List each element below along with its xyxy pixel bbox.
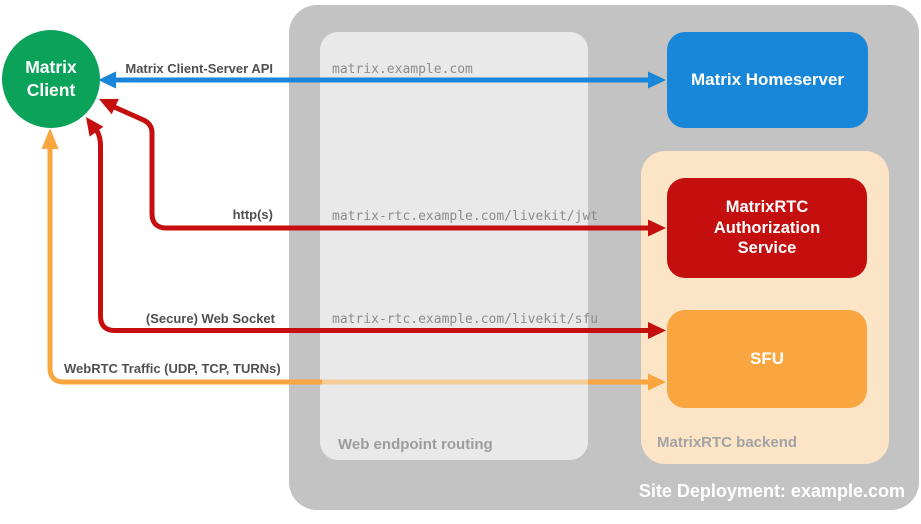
webrtc-arrowhead-client bbox=[41, 128, 59, 149]
sfu-node: SFU bbox=[667, 310, 867, 408]
arrow-label-webrtc: WebRTC Traffic (UDP, TCP, TURNs) bbox=[64, 361, 281, 376]
matrix-homeserver-label: Matrix Homeserver bbox=[690, 70, 845, 90]
arrow-label-client-server-api: Matrix Client-Server API bbox=[125, 61, 273, 76]
https-arrowhead-client bbox=[99, 98, 119, 115]
matrix-homeserver-node: Matrix Homeserver bbox=[667, 32, 868, 128]
endpoint-url-homeserver: matrix.example.com bbox=[332, 62, 473, 77]
site-deployment-title: Site Deployment: example.com bbox=[638, 481, 905, 501]
arrow-label-https: http(s) bbox=[232, 207, 273, 222]
websocket-arrowhead-client bbox=[86, 117, 104, 137]
endpoint-url-sfu: matrix-rtc.example.com/livekit/sfu bbox=[332, 312, 599, 327]
routing-group-label: Web endpoint routing bbox=[338, 436, 493, 453]
matrix-client-node: Matrix Client bbox=[2, 30, 100, 128]
sfu-label: SFU bbox=[750, 349, 784, 369]
arrow-label-websocket: (Secure) Web Socket bbox=[145, 311, 275, 326]
matrixrtc-authorization-service-label: MatrixRTC Authorization Service bbox=[713, 198, 821, 258]
matrixrtc-authorization-service-node: MatrixRTC Authorization Service bbox=[667, 178, 867, 278]
backend-group-label: MatrixRTC backend bbox=[657, 434, 798, 451]
web-endpoint-routing-group bbox=[320, 32, 588, 460]
matrix-client-label: Matrix Client bbox=[25, 57, 77, 100]
endpoint-url-jwt: matrix-rtc.example.com/livekit/jwt bbox=[332, 209, 599, 224]
